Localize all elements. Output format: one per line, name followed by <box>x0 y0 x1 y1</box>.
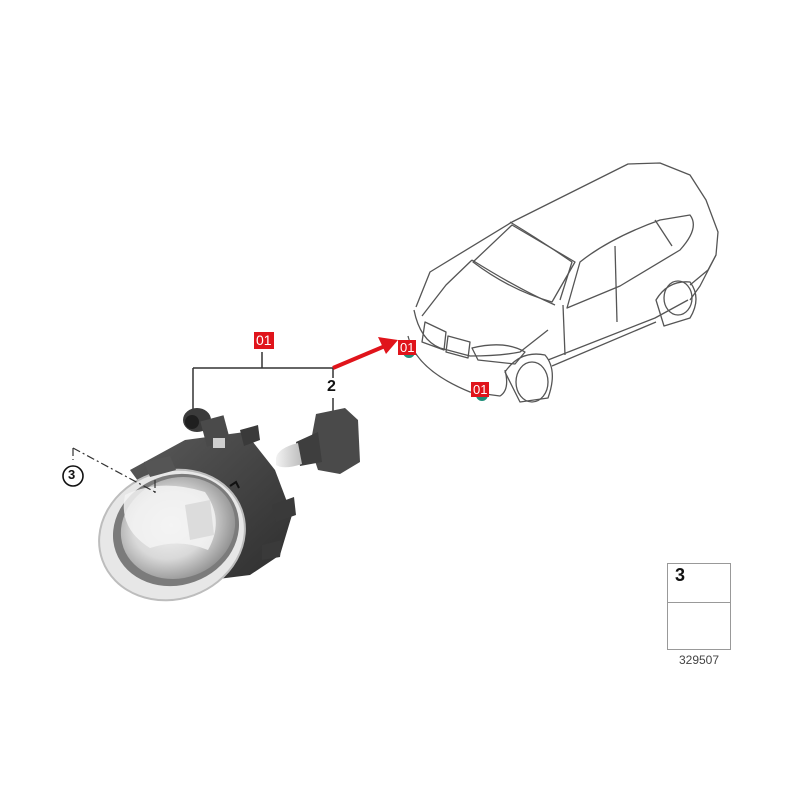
callout-bracket <box>192 352 334 414</box>
screw-callout-number[interactable]: 3 <box>68 467 76 482</box>
legend-divider <box>668 602 730 603</box>
bulb-callout-number[interactable]: 2 <box>327 378 336 395</box>
part-tag-main[interactable]: 01 <box>254 332 274 349</box>
screw-leader <box>72 447 156 494</box>
diagram-code: 329507 <box>678 653 720 667</box>
vehicle-outline <box>407 162 719 403</box>
screw-callout-circle <box>62 465 84 487</box>
pointer-arrow <box>332 337 398 370</box>
vehicle-tag-lower[interactable]: 01 <box>471 382 490 397</box>
part-legend: 3 <box>667 563 731 650</box>
legend-part-number: 3 <box>675 565 686 585</box>
fog-light-assembly <box>98 408 296 602</box>
vehicle-tag-upper[interactable]: 01 <box>398 340 417 355</box>
bulb <box>276 408 360 474</box>
